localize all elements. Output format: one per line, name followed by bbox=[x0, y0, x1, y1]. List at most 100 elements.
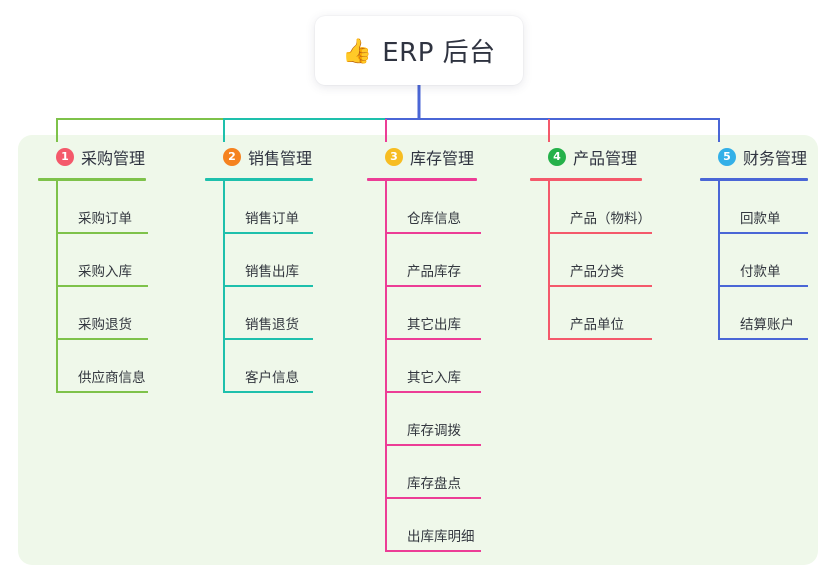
category-header-1[interactable]: 1 采购管理 bbox=[38, 145, 146, 169]
category-title: 库存管理 bbox=[410, 149, 475, 168]
category-title: 产品管理 bbox=[573, 149, 638, 168]
category-number-badge: 5 bbox=[718, 148, 736, 166]
category-item[interactable]: 销售订单 bbox=[223, 181, 313, 234]
category-header-rule bbox=[205, 178, 313, 181]
category-item[interactable]: 产品单位 bbox=[548, 287, 652, 340]
category-item[interactable]: 付款单 bbox=[718, 234, 808, 287]
category-item-label: 付款单 bbox=[740, 264, 781, 280]
category-item[interactable]: 产品库存 bbox=[385, 234, 481, 287]
category-item-label: 产品分类 bbox=[570, 264, 624, 280]
category-item-label: 采购入库 bbox=[78, 264, 132, 280]
category-header-rule bbox=[530, 178, 642, 181]
category-column-1: 1 采购管理采购订单采购入库采购退货供应商信息 bbox=[38, 145, 148, 393]
category-item-rule bbox=[56, 391, 148, 393]
category-number-badge: 3 bbox=[385, 148, 403, 166]
category-item-rule bbox=[223, 285, 313, 287]
category-item-rule bbox=[385, 444, 481, 446]
category-item-rule bbox=[223, 338, 313, 340]
category-item-rule bbox=[56, 232, 148, 234]
category-item-rule bbox=[718, 232, 808, 234]
category-spine-line bbox=[385, 181, 387, 552]
category-spine-line bbox=[718, 181, 720, 340]
category-item[interactable]: 出库库明细 bbox=[385, 499, 481, 552]
category-item-rule bbox=[385, 285, 481, 287]
category-item[interactable]: 产品分类 bbox=[548, 234, 652, 287]
category-item-label: 回款单 bbox=[740, 211, 781, 227]
category-column-2: 2 销售管理销售订单销售出库销售退货客户信息 bbox=[205, 145, 313, 393]
category-header-5[interactable]: 5 财务管理 bbox=[700, 145, 808, 169]
category-column-3: 3 库存管理仓库信息产品库存其它出库其它入库库存调拨库存盘点出库库明细 bbox=[367, 145, 481, 552]
category-item-label: 其它出库 bbox=[407, 317, 461, 333]
thumbs-up-icon: 👍 bbox=[342, 36, 373, 65]
category-header-3[interactable]: 3 库存管理 bbox=[367, 145, 477, 169]
category-header-rule bbox=[700, 178, 808, 181]
category-title: 采购管理 bbox=[81, 149, 146, 168]
category-number-badge: 4 bbox=[548, 148, 566, 166]
category-item-rule bbox=[718, 285, 808, 287]
category-item-label: 销售出库 bbox=[245, 264, 299, 280]
category-item[interactable]: 回款单 bbox=[718, 181, 808, 234]
category-item[interactable]: 产品（物料） bbox=[548, 181, 652, 234]
category-item-rule bbox=[223, 232, 313, 234]
category-item-rule bbox=[385, 550, 481, 552]
category-item-rule bbox=[548, 232, 652, 234]
category-item-rule bbox=[548, 285, 652, 287]
category-item-list: 销售订单销售出库销售退货客户信息 bbox=[223, 181, 313, 393]
category-item[interactable]: 采购订单 bbox=[56, 181, 148, 234]
category-item-label: 销售退货 bbox=[245, 317, 299, 333]
category-title: 财务管理 bbox=[743, 149, 808, 168]
category-item[interactable]: 库存盘点 bbox=[385, 446, 481, 499]
category-item-rule bbox=[385, 232, 481, 234]
category-header-4[interactable]: 4 产品管理 bbox=[530, 145, 651, 169]
category-item-rule bbox=[385, 391, 481, 393]
category-item[interactable]: 采购入库 bbox=[56, 234, 148, 287]
category-item-rule bbox=[56, 285, 148, 287]
category-item[interactable]: 仓库信息 bbox=[385, 181, 481, 234]
category-item-label: 销售订单 bbox=[245, 211, 299, 227]
category-item-label: 产品库存 bbox=[407, 264, 461, 280]
category-item-label: 其它入库 bbox=[407, 370, 461, 386]
root-node-title: ERP 后台 bbox=[382, 38, 496, 68]
category-item-label: 采购退货 bbox=[78, 317, 132, 333]
category-item-list: 仓库信息产品库存其它出库其它入库库存调拨库存盘点出库库明细 bbox=[385, 181, 481, 552]
category-item-label: 产品（物料） bbox=[570, 211, 651, 227]
category-spine-line bbox=[223, 181, 225, 393]
category-item-label: 结算账户 bbox=[740, 317, 794, 333]
category-title: 销售管理 bbox=[248, 149, 313, 168]
category-item[interactable]: 结算账户 bbox=[718, 287, 808, 340]
category-header-rule bbox=[38, 178, 146, 181]
category-item-list: 回款单付款单结算账户 bbox=[718, 181, 808, 340]
category-number-badge: 1 bbox=[56, 148, 74, 166]
category-item-rule bbox=[56, 338, 148, 340]
category-number-badge: 2 bbox=[223, 148, 241, 166]
category-item-rule bbox=[223, 391, 313, 393]
category-item-list: 产品（物料） 产品分类产品单位 bbox=[548, 181, 652, 340]
category-item[interactable]: 销售出库 bbox=[223, 234, 313, 287]
diagram-background-panel bbox=[18, 135, 818, 565]
category-item-label: 供应商信息 bbox=[78, 370, 146, 386]
category-item[interactable]: 其它出库 bbox=[385, 287, 481, 340]
category-spine-line bbox=[548, 181, 550, 340]
category-item-rule bbox=[548, 338, 652, 340]
category-header-2[interactable]: 2 销售管理 bbox=[205, 145, 313, 169]
category-item-rule bbox=[385, 338, 481, 340]
category-item-label: 客户信息 bbox=[245, 370, 299, 386]
category-item[interactable]: 其它入库 bbox=[385, 340, 481, 393]
category-item[interactable]: 采购退货 bbox=[56, 287, 148, 340]
category-item-label: 仓库信息 bbox=[407, 211, 461, 227]
root-node-card[interactable]: 👍 ERP 后台 bbox=[315, 16, 523, 85]
category-header-rule bbox=[367, 178, 477, 181]
category-item[interactable]: 客户信息 bbox=[223, 340, 313, 393]
category-column-5: 5 财务管理回款单付款单结算账户 bbox=[700, 145, 808, 340]
category-column-4: 4 产品管理产品（物料） 产品分类产品单位 bbox=[530, 145, 652, 340]
category-item-list: 采购订单采购入库采购退货供应商信息 bbox=[56, 181, 148, 393]
category-item[interactable]: 销售退货 bbox=[223, 287, 313, 340]
category-item-rule bbox=[385, 497, 481, 499]
category-spine-line bbox=[56, 181, 58, 393]
category-item[interactable]: 库存调拨 bbox=[385, 393, 481, 446]
category-item[interactable]: 供应商信息 bbox=[56, 340, 148, 393]
category-item-label: 采购订单 bbox=[78, 211, 132, 227]
category-item-label: 库存盘点 bbox=[407, 476, 461, 492]
